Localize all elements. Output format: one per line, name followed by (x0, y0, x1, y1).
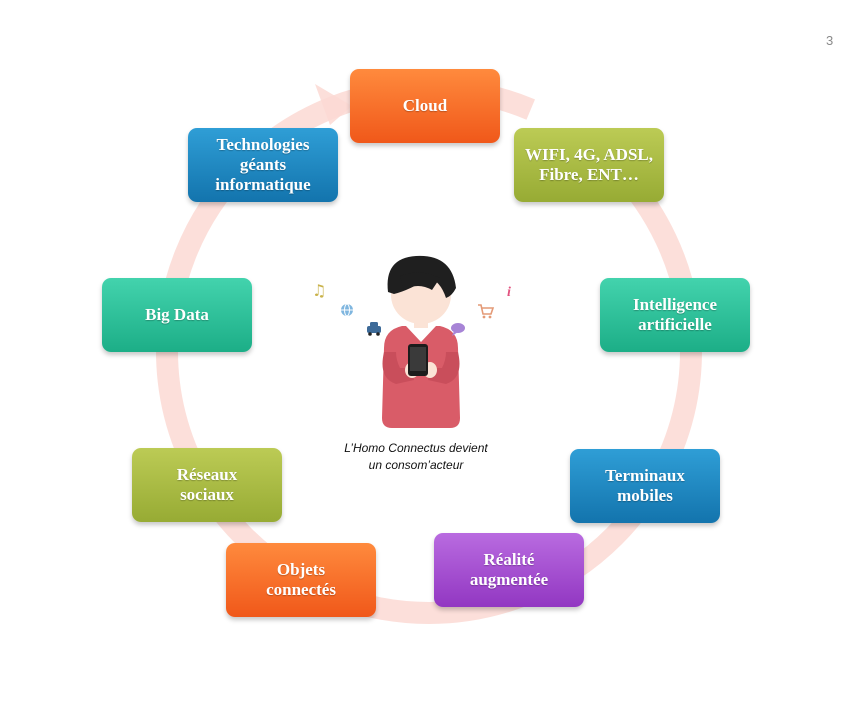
box-reseaux-sociaux: Réseaux sociaux (132, 448, 282, 522)
box-objets-connectes: Objets connectés (226, 543, 376, 617)
car-icon (367, 322, 381, 336)
sweater (382, 326, 460, 428)
music-note-icon: ♫ (312, 281, 326, 300)
page-number: 3 (826, 33, 834, 48)
phone-screen (410, 347, 426, 371)
collar (406, 326, 436, 342)
globe-icon (341, 303, 353, 317)
shopping-cart-icon (478, 304, 495, 319)
info-icon: i (507, 285, 511, 300)
box-intelligence-artificielle: Intelligence artificielle (600, 278, 750, 352)
box-realite-augmentee: Réalité augmentée (434, 533, 584, 607)
box-cloud: Cloud (350, 69, 500, 143)
hair-fringe (400, 272, 440, 290)
caption: L’Homo Connectus devient un consom’acteu… (344, 441, 488, 472)
ring-arrowhead (315, 84, 352, 125)
box-big-data: Big Data (102, 278, 252, 352)
right-arm (428, 352, 460, 384)
box-technologies: Technologies géants informatique (188, 128, 338, 202)
box-wifi: WIFI, 4G, ADSL, Fibre, ENT… (514, 128, 664, 202)
box-terminaux-mobiles: Terminaux mobiles (570, 449, 720, 523)
speech-bubble-icon (451, 323, 465, 336)
left-arm (382, 352, 414, 384)
